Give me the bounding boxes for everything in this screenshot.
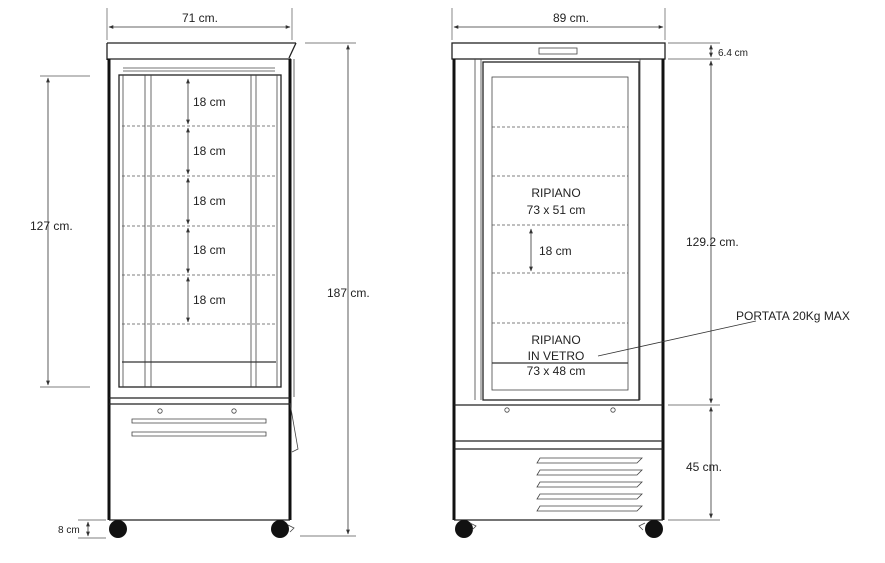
front-wheels: [455, 520, 663, 538]
bottom-height-label: 45 cm.: [686, 460, 722, 474]
side-view: 71 cm.: [30, 8, 370, 539]
shelf-spacing-label: 18 cm: [193, 144, 226, 158]
front-shelf-annotations: RIPIANO 73 x 51 cm 18 cm RIPIANO IN VETR…: [527, 186, 850, 378]
front-width-label: 89 cm.: [553, 11, 589, 25]
shelf-title: RIPIANO: [531, 186, 580, 200]
total-height-label: 187 cm.: [327, 286, 370, 300]
door-height-label: 127 cm.: [30, 219, 73, 233]
side-wheels: [109, 520, 295, 538]
wheel-icon: [109, 520, 127, 538]
front-view: 89 cm.: [451, 8, 850, 538]
front-height-dimensions: 6.4 cm 129.2 cm. 45 cm.: [668, 42, 748, 521]
side-cabinet-body: [107, 59, 299, 521]
wheel-icon: [455, 520, 473, 538]
side-top-cap: [106, 42, 297, 60]
side-base-height-dimension: 8 cm: [58, 519, 106, 539]
side-door-height-dimension: 127 cm.: [30, 75, 90, 388]
shelf-spacing-label: 18 cm: [193, 194, 226, 208]
glass-shelf-line2: IN VETRO: [528, 349, 585, 363]
cabinet-height-label: 129.2 cm.: [686, 235, 739, 249]
load-capacity-label: PORTATA 20Kg MAX: [736, 309, 850, 323]
glass-shelf-size: 73 x 48 cm: [527, 364, 586, 378]
side-total-height-dimension: 187 cm.: [300, 42, 370, 537]
front-top-cap: [451, 42, 666, 60]
shelf-spacing-label: 18 cm: [193, 95, 226, 109]
base-height-label: 8 cm: [58, 525, 80, 536]
shelf-spacing-label: 18 cm: [193, 243, 226, 257]
wheel-icon: [271, 520, 289, 538]
shelf-spacing: 18 cm: [539, 244, 572, 258]
front-cabinet-body: [452, 59, 665, 521]
shelf-spacing-label: 18 cm: [193, 293, 226, 307]
shelf-size: 73 x 51 cm: [527, 203, 586, 217]
top-height-label: 6.4 cm: [718, 48, 748, 59]
glass-shelf-line1: RIPIANO: [531, 333, 580, 347]
side-width-label: 71 cm.: [182, 11, 218, 25]
side-shelf-spacings: 18 cm 18 cm 18 cm 18 cm 18 cm: [186, 78, 226, 323]
front-width-dimension: 89 cm.: [451, 8, 666, 40]
wheel-icon: [645, 520, 663, 538]
side-width-dimension: 71 cm.: [106, 8, 293, 40]
